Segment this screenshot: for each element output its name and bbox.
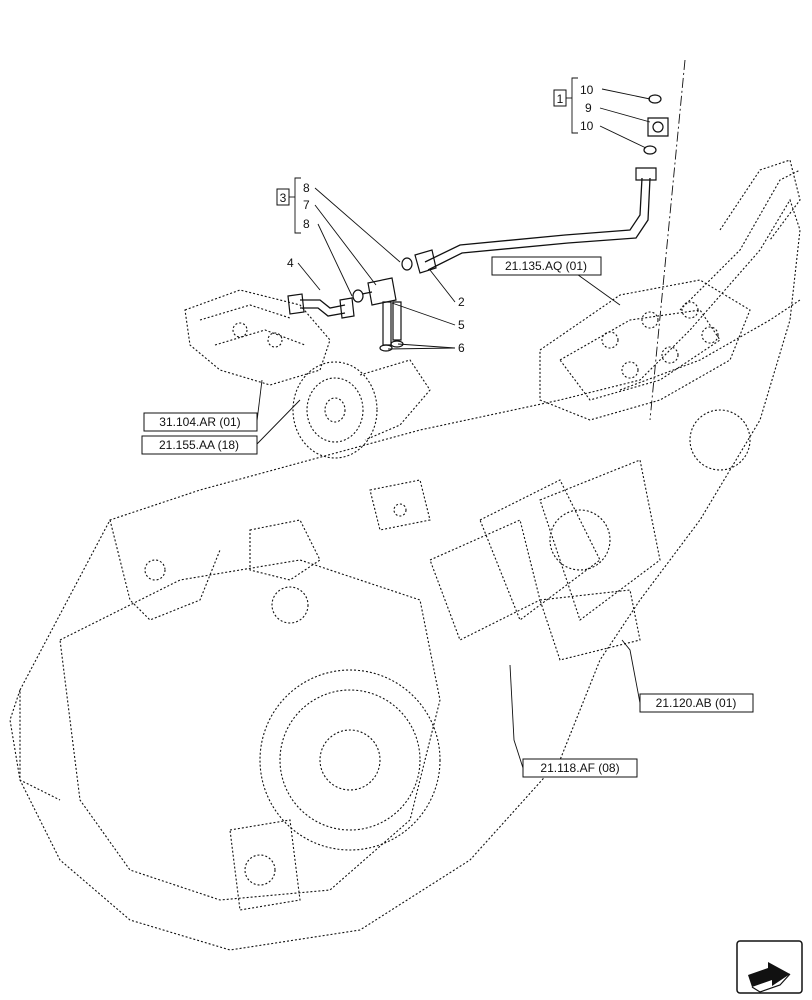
- callout-9: 9: [585, 101, 592, 115]
- callout-8-lower: 8: [303, 217, 310, 231]
- group-number-3: 3: [280, 191, 287, 205]
- callout-numbers: 10 9 10 8 7 8 4 2 5 6: [287, 83, 594, 355]
- leader-lines: [256, 88, 651, 769]
- hydraulic-pipe-assembly: [287, 59, 686, 421]
- reference-label[interactable]: 31.104.AR (01): [159, 415, 240, 429]
- navigation-arrow-icon[interactable]: [736, 940, 803, 994]
- reference-31-104-AR[interactable]: 31.104.AR (01): [143, 412, 258, 432]
- group-number-1: 1: [557, 92, 564, 106]
- callout-2: 2: [458, 295, 465, 309]
- reference-21-135-AQ[interactable]: 21.135.AQ (01): [491, 256, 602, 276]
- reference-label[interactable]: 21.118.AF (08): [540, 761, 619, 775]
- callout-4: 4: [287, 256, 294, 270]
- callout-8-upper: 8: [303, 181, 310, 195]
- control-valve-block: [539, 279, 751, 421]
- callout-10-lower: 10: [580, 119, 594, 133]
- reference-21-118-AF[interactable]: 21.118.AF (08): [522, 758, 638, 778]
- callout-6: 6: [458, 341, 465, 355]
- pump-gear: [292, 359, 431, 459]
- reference-label[interactable]: 21.135.AQ (01): [505, 259, 587, 273]
- callout-7: 7: [303, 198, 310, 212]
- reference-21-155-AA[interactable]: 21.155.AA (18): [141, 435, 258, 455]
- callout-10-upper: 10: [580, 83, 594, 97]
- reference-label[interactable]: 21.155.AA (18): [159, 438, 239, 452]
- group-bracket-1: 1: [553, 77, 578, 134]
- callout-5: 5: [458, 318, 465, 332]
- remote-valve-assembly: [184, 289, 331, 386]
- group-bracket-3: 3: [276, 177, 301, 234]
- reference-21-120-AB[interactable]: 21.120.AB (01): [639, 693, 754, 713]
- reference-label[interactable]: 21.120.AB (01): [656, 696, 737, 710]
- transmission-housing: [9, 159, 801, 951]
